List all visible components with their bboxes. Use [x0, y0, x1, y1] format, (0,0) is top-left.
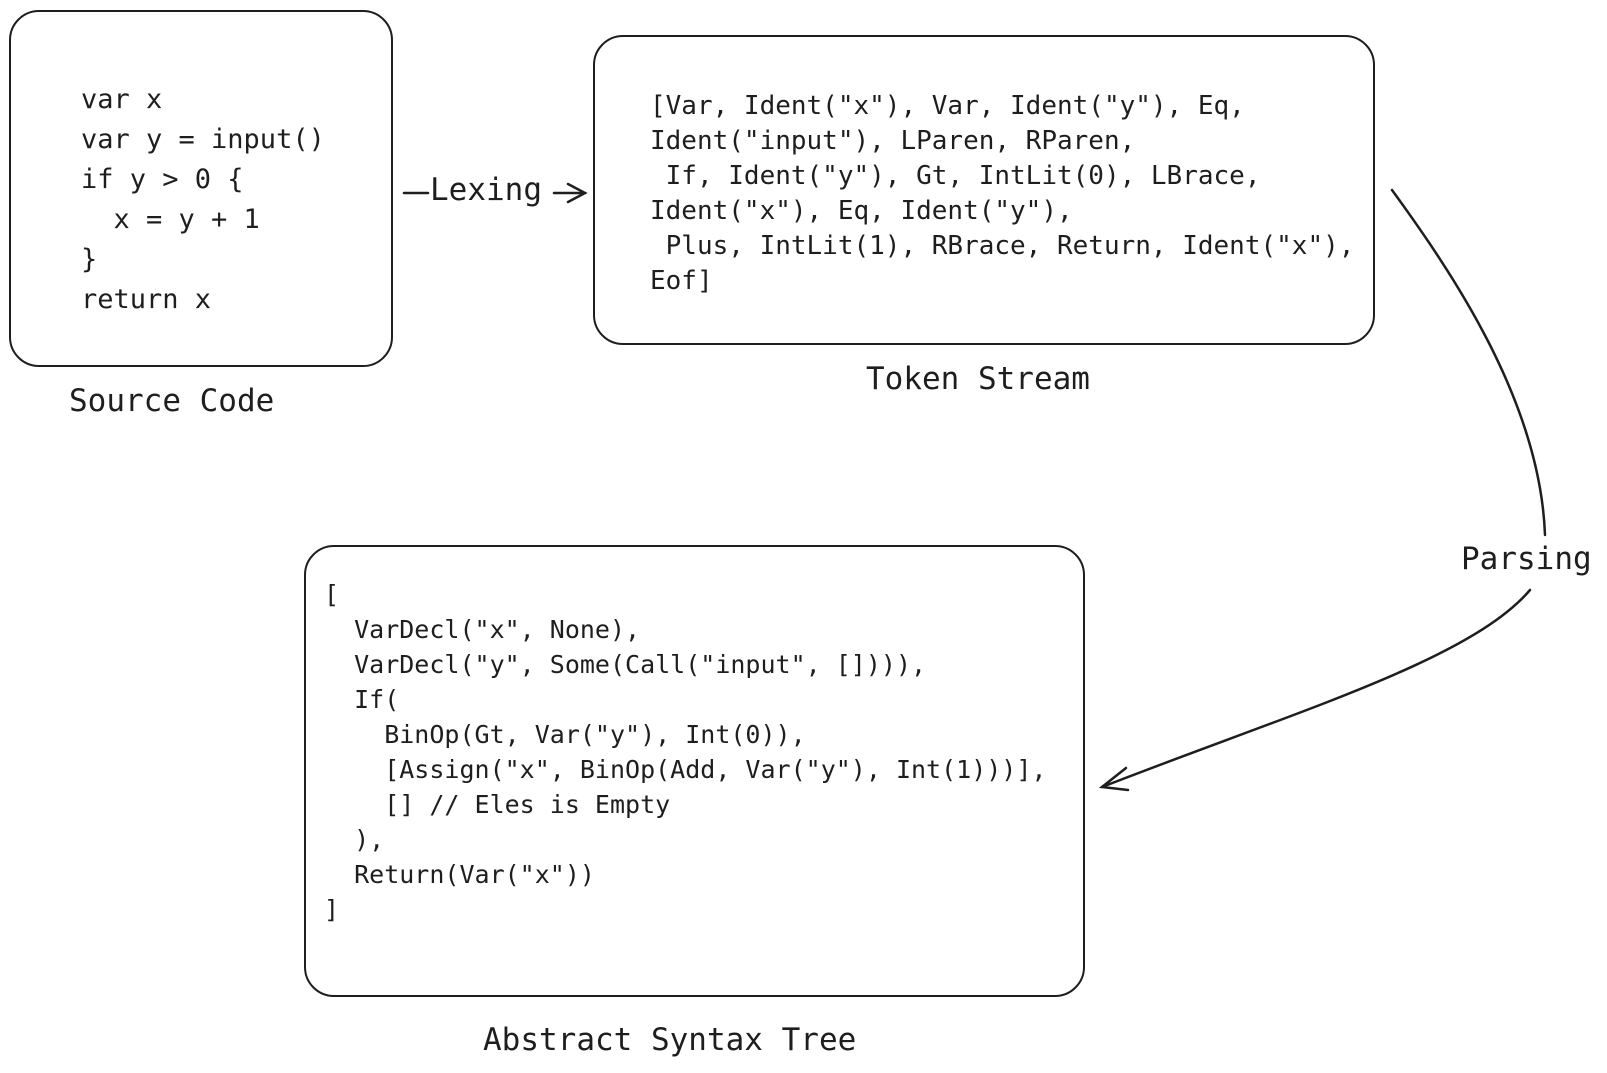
ast-text: [ VarDecl("x", None), VarDecl("y", Some(… — [324, 580, 1047, 924]
source-code-box: var x var y = input() if y > 0 { x = y +… — [9, 10, 393, 367]
token-stream-text: [Var, Ident("x"), Var, Ident("y"), Eq, I… — [650, 91, 1355, 296]
parsing-arrow — [1098, 188, 1547, 792]
source-code-text: var x var y = input() if y > 0 { x = y +… — [81, 84, 325, 315]
ast-caption: Abstract Syntax Tree — [483, 1022, 857, 1058]
lexing-label: Lexing — [430, 172, 542, 208]
ast-box: [ VarDecl("x", None), VarDecl("y", Some(… — [304, 545, 1085, 997]
source-code-caption: Source Code — [69, 383, 275, 419]
parsing-label: Parsing — [1461, 541, 1592, 577]
token-stream-box: [Var, Ident("x"), Var, Ident("y"), Eq, I… — [593, 35, 1375, 345]
lexing-arrow — [402, 182, 588, 204]
token-stream-caption: Token Stream — [866, 361, 1090, 397]
